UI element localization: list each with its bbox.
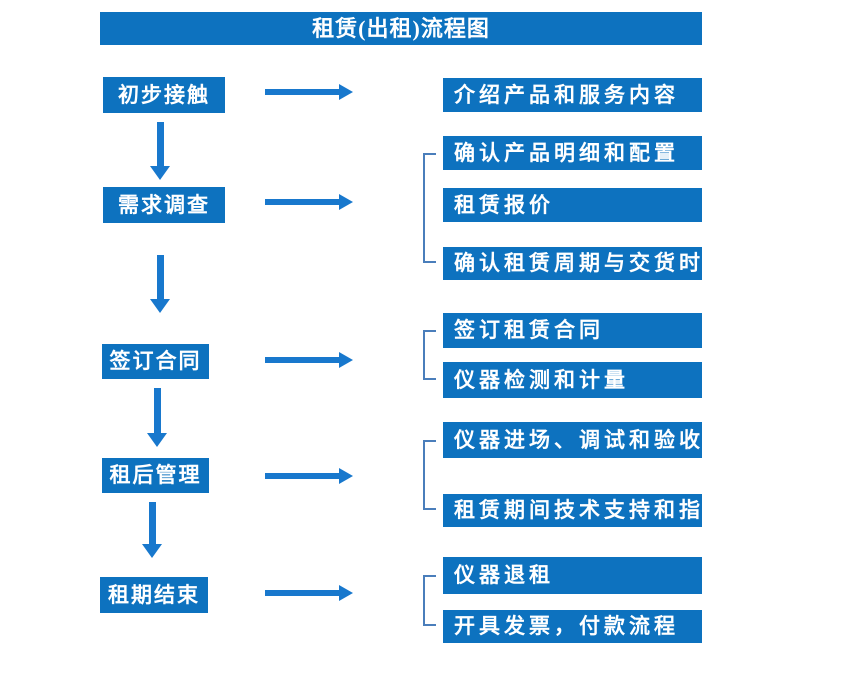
group-bracket-icon [423, 575, 436, 626]
diagram-title: 租赁(出租)流程图 [100, 12, 702, 45]
stage-box-demand-survey: 需求调查 [103, 187, 225, 223]
right-arrow-icon [265, 585, 353, 601]
stage-box-sign-contract: 签订合同 [102, 344, 209, 379]
group-bracket-icon [423, 153, 436, 263]
down-arrow-icon [150, 122, 170, 180]
detail-box-instrument-inspection: 仪器检测和计量 [443, 362, 702, 398]
right-arrow-icon [265, 84, 353, 100]
stage-box-rental-end: 租期结束 [100, 577, 208, 613]
group-bracket-icon [423, 440, 436, 510]
detail-box-introduce-products: 介绍产品和服务内容 [443, 78, 702, 112]
stage-box-initial-contact: 初步接触 [103, 77, 225, 113]
detail-box-technical-support: 租赁期间技术支持和指导 [443, 494, 702, 527]
detail-box-instrument-setup-acceptance: 仪器进场、调试和验收 [443, 422, 702, 458]
detail-box-sign-rental-contract: 签订租赁合同 [443, 313, 702, 348]
detail-box-instrument-return: 仪器退租 [443, 557, 702, 594]
down-arrow-icon [150, 255, 170, 313]
stage-box-post-rental-management: 租后管理 [102, 458, 209, 493]
detail-box-invoice-payment: 开具发票，付款流程 [443, 610, 702, 643]
right-arrow-icon [265, 468, 353, 484]
group-bracket-icon [423, 330, 436, 380]
down-arrow-icon [147, 388, 167, 447]
detail-box-confirm-period-delivery: 确认租赁周期与交货时间 [443, 247, 702, 280]
right-arrow-icon [265, 194, 353, 210]
detail-box-confirm-product-config: 确认产品明细和配置 [443, 136, 702, 170]
down-arrow-icon [142, 502, 162, 558]
right-arrow-icon [265, 352, 353, 368]
detail-box-rental-quote: 租赁报价 [443, 188, 702, 222]
